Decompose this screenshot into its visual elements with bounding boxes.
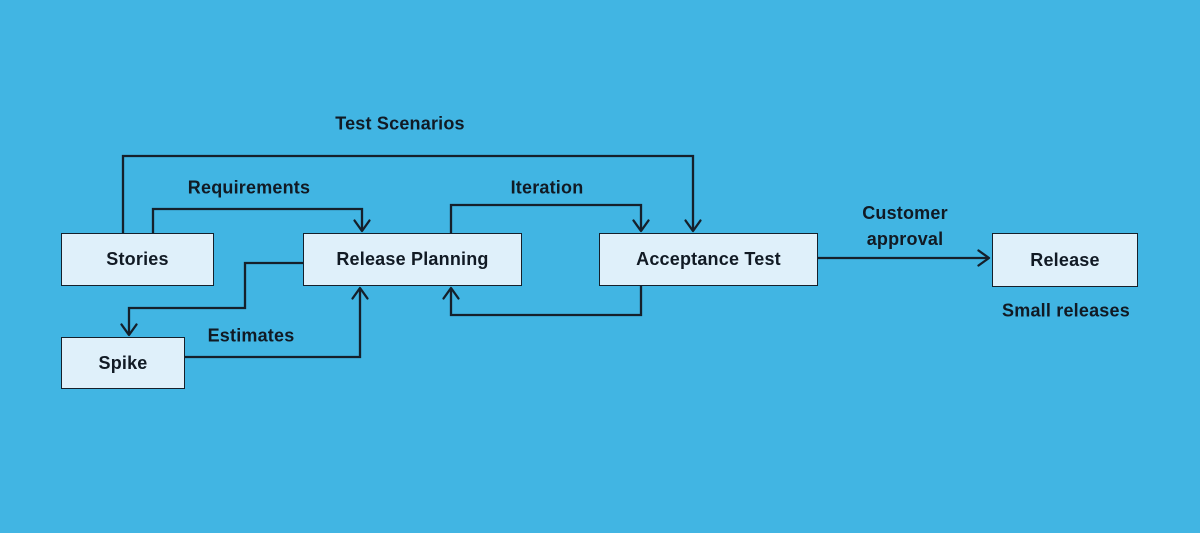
edge-label-customer-approval: Customer approval bbox=[862, 203, 948, 249]
connector-test-scenarios bbox=[121, 154, 702, 233]
edge-label-requirements: Requirements bbox=[187, 177, 311, 198]
node-spike-label: Spike bbox=[98, 352, 148, 373]
edge-label-estimates: Estimates bbox=[207, 325, 295, 346]
edge-label-small-releases: Small releases bbox=[1002, 300, 1130, 321]
connector-acceptance-to-release-planning bbox=[442, 286, 643, 317]
node-spike: Spike bbox=[61, 337, 185, 389]
node-release-planning: Release Planning bbox=[303, 233, 522, 286]
edge-label-test-scenarios: Test Scenarios bbox=[335, 113, 465, 134]
connector-release-planning-to-spike bbox=[120, 261, 303, 337]
node-stories-label: Stories bbox=[106, 249, 169, 269]
node-acceptance-test-label: Acceptance Test bbox=[636, 249, 781, 269]
connector-requirements bbox=[151, 207, 371, 233]
connector-iteration bbox=[449, 203, 650, 233]
connector-estimates bbox=[185, 286, 369, 359]
edge-label-iteration: Iteration bbox=[510, 177, 584, 198]
node-acceptance-test: Acceptance Test bbox=[599, 233, 818, 286]
node-release: Release bbox=[992, 233, 1138, 287]
node-release-planning-label: Release Planning bbox=[336, 249, 489, 269]
node-stories: Stories bbox=[61, 233, 214, 286]
node-release-label: Release bbox=[1030, 249, 1100, 270]
